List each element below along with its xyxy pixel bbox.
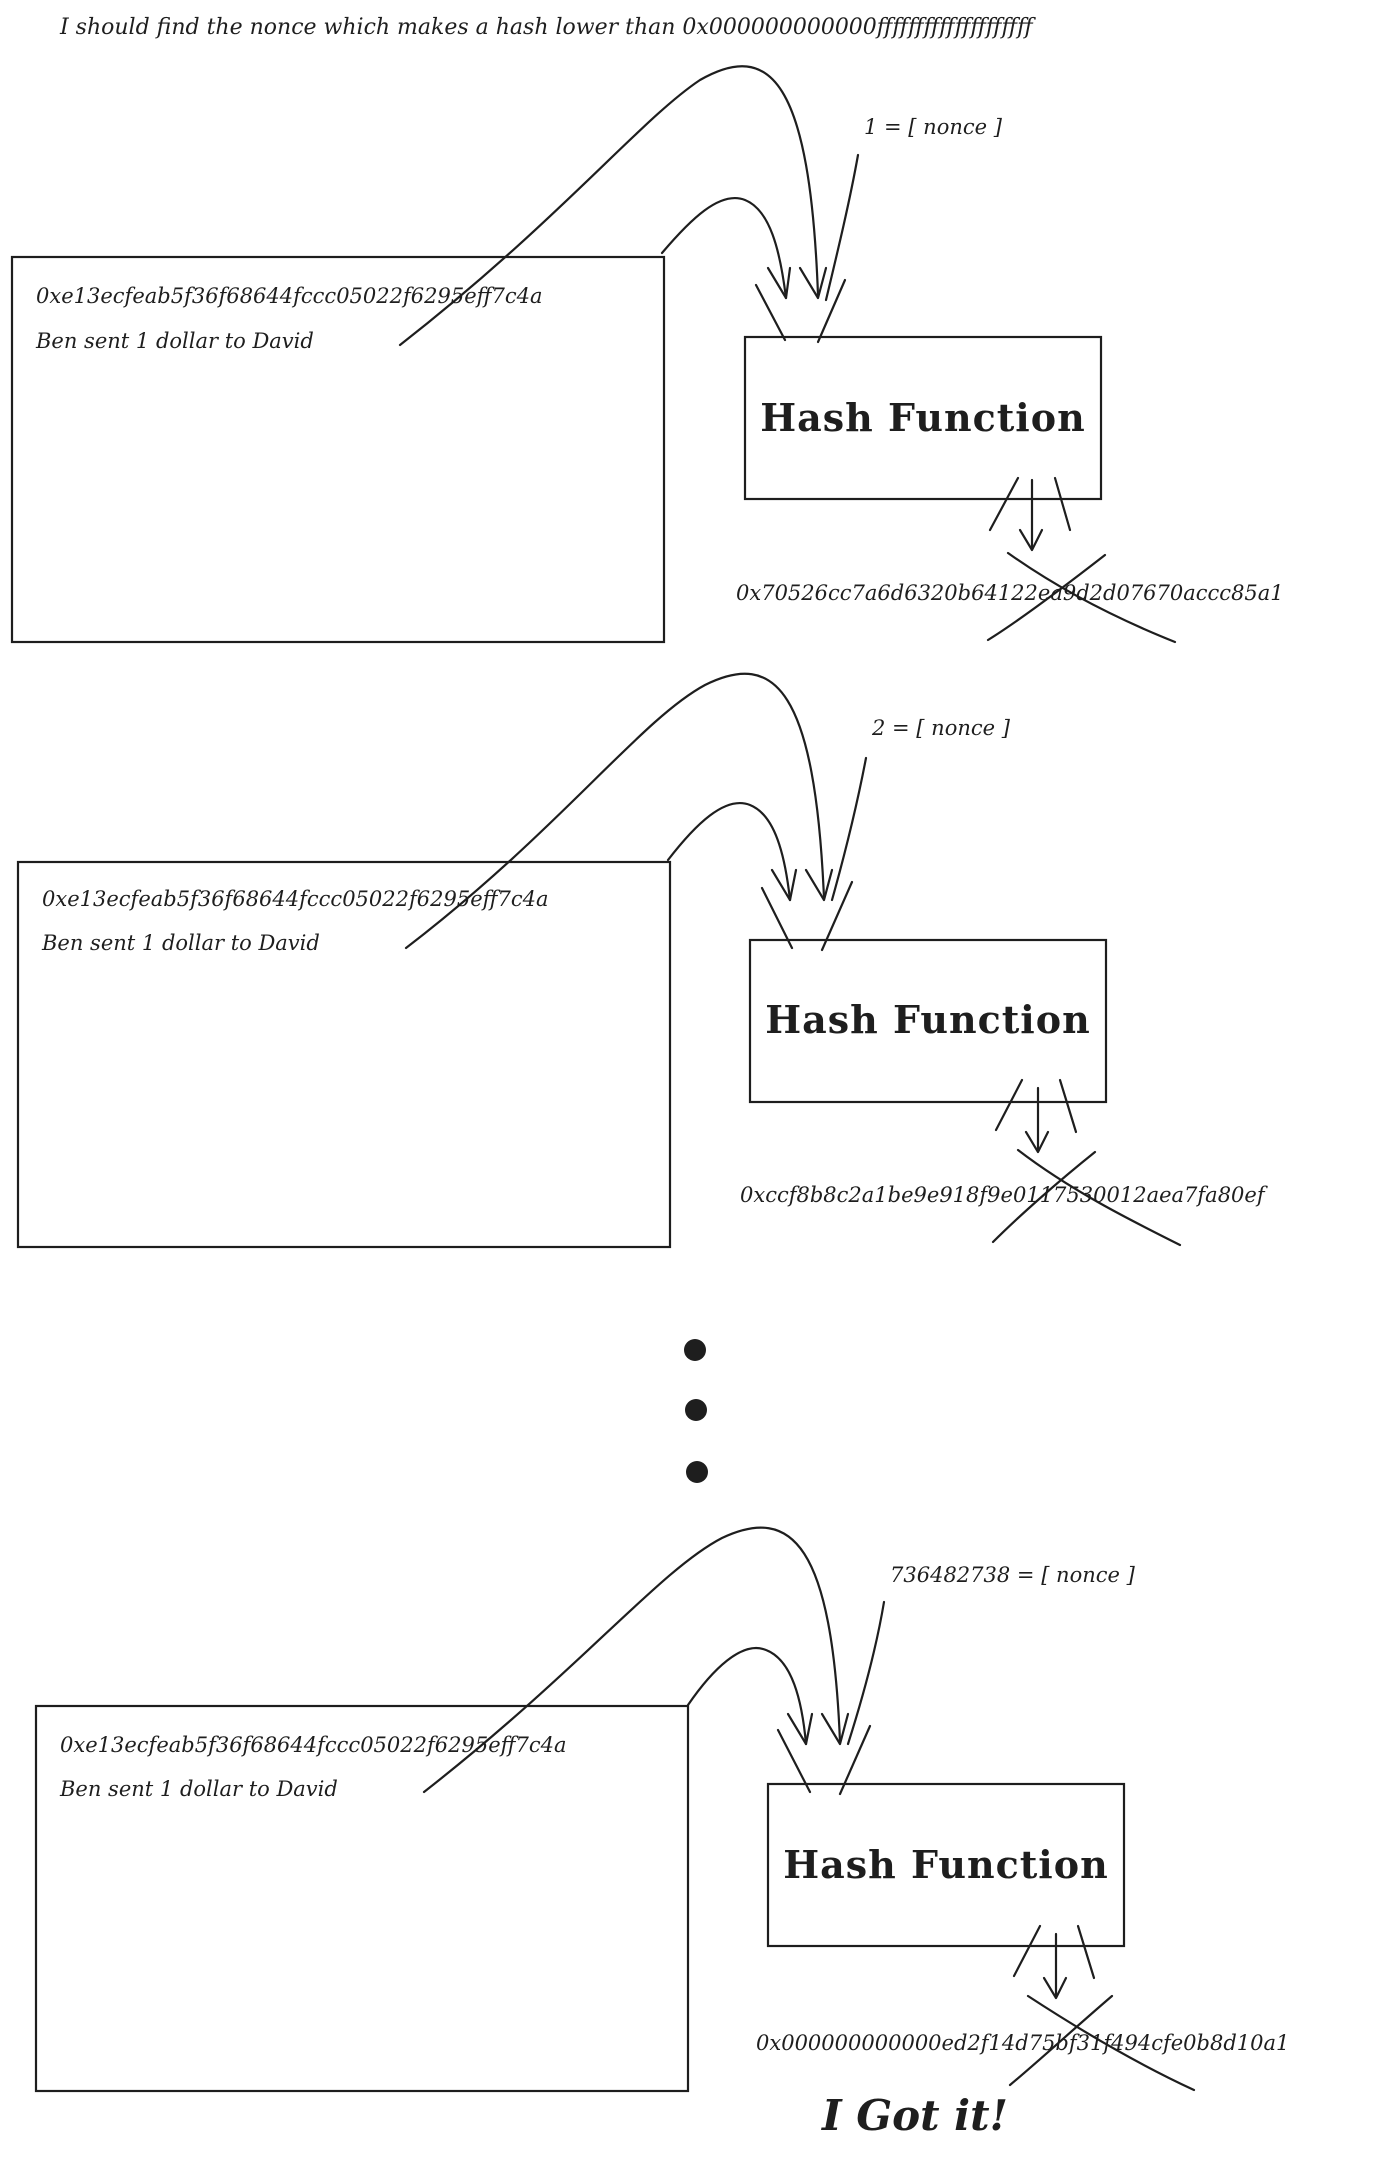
- block-hash-arrow: [660, 197, 788, 300]
- header-text: I should find the nonce which makes a ha…: [59, 15, 1036, 40]
- ellipsis-dot: [684, 1339, 706, 1361]
- block-hash-arrow: [686, 1647, 808, 1746]
- hash-function-label: Hash Function: [783, 1842, 1108, 1887]
- reject-cross: [1006, 551, 1177, 644]
- block-hash-text: 0xe13ecfeab5f36f68644fccc05022f6295eff7c…: [36, 284, 543, 308]
- block-box: [34, 1704, 690, 2093]
- transaction-arrow: [398, 65, 820, 347]
- result-hash-text: 0x70526cc7a6d6320b64122ea9d2d07670accc85…: [736, 581, 1284, 605]
- block-hash-text: 0xe13ecfeab5f36f68644fccc05022f6295eff7c…: [42, 887, 549, 911]
- nonce-arrow: [830, 756, 868, 902]
- result-hash-text: 0xccf8b8c2a1be9e918f9e0117530012aea7fa80…: [740, 1183, 1268, 1207]
- nonce-label: 1 = [ nonce ]: [864, 115, 1003, 139]
- nonce-arrow: [824, 153, 860, 302]
- mining-attempt-3: 0xe13ecfeab5f36f68644fccc05022f6295eff7c…: [34, 1526, 1289, 2140]
- reject-cross: [1016, 1148, 1182, 1247]
- hash-function-label: Hash Function: [765, 997, 1090, 1042]
- hash-function-box: [748, 938, 1108, 1104]
- reject-cross: [1026, 1994, 1196, 2092]
- hash-function-box: [766, 1782, 1126, 1948]
- transaction-arrow: [404, 672, 826, 950]
- result-hash-text: 0x000000000000ed2f14d75bf31f494cfe0b8d10…: [756, 2031, 1289, 2055]
- block-hash-arrow: [666, 802, 792, 902]
- mining-attempt-1: 0xe13ecfeab5f36f68644fccc05022f6295eff7c…: [10, 65, 1284, 644]
- success-text: I Got it!: [821, 2091, 1008, 2140]
- transaction-text: Ben sent 1 dollar to David: [59, 1777, 338, 1801]
- hash-function-label: Hash Function: [760, 395, 1085, 440]
- block-box: [10, 255, 666, 644]
- block-box: [16, 860, 672, 1249]
- transaction-text: Ben sent 1 dollar to David: [35, 329, 314, 353]
- nonce-label: 2 = [ nonce ]: [871, 716, 1011, 740]
- hash-function-box: [743, 335, 1103, 501]
- ellipsis-dot: [686, 1461, 708, 1483]
- nonce-arrow: [846, 1600, 886, 1746]
- nonce-label: 736482738 = [ nonce ]: [890, 1563, 1136, 1587]
- transaction-text: Ben sent 1 dollar to David: [41, 931, 320, 955]
- transaction-arrow: [422, 1526, 842, 1794]
- ellipsis-dot: [685, 1399, 707, 1421]
- mining-attempt-2: 0xe13ecfeab5f36f68644fccc05022f6295eff7c…: [16, 672, 1268, 1249]
